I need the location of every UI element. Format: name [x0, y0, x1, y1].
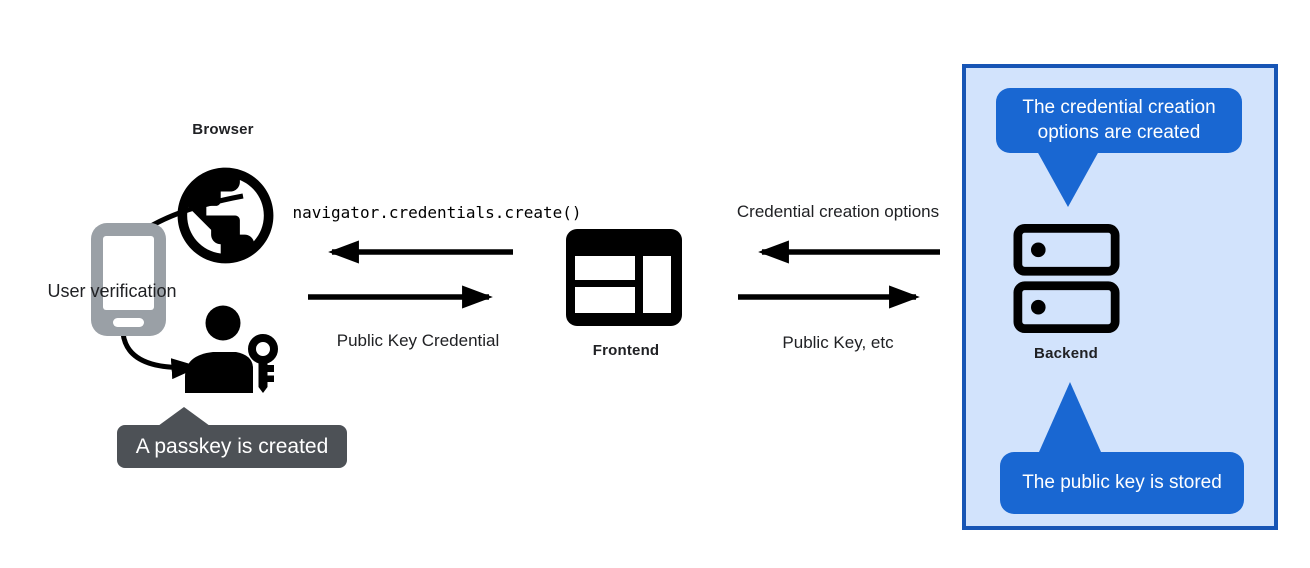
- public-key-stored-callout: The public key is stored: [1000, 452, 1244, 514]
- frontend-label: Frontend: [592, 342, 660, 359]
- passkey-created-tooltip: A passkey is created: [117, 425, 347, 468]
- backend-label: Backend: [1034, 345, 1098, 362]
- tooltip-tail: [158, 407, 210, 426]
- callout-bottom-tail: [1039, 382, 1101, 452]
- public-key-stored-text: The public key is stored: [1022, 471, 1222, 493]
- globe-icon: [177, 167, 274, 264]
- callout-top-tail: [1037, 151, 1099, 207]
- server-icon: [1013, 224, 1120, 333]
- public-key-credential-label: Public Key Credential: [336, 331, 500, 350]
- creation-options-text: The credential creation options are crea…: [1022, 96, 1216, 143]
- browser-label: Browser: [192, 121, 254, 138]
- person-with-key-icon: [185, 305, 278, 393]
- smartphone-icon: [91, 223, 166, 336]
- credential-creation-options-label: Credential creation options: [736, 202, 940, 221]
- create-call-label: navigator.credentials.create(): [292, 203, 582, 222]
- public-key-etc-label: Public Key, etc: [782, 333, 894, 352]
- creation-options-callout: The credential creation options are crea…: [996, 88, 1242, 153]
- browser-window-icon: [566, 229, 682, 326]
- user-verification-label: User verification: [47, 281, 177, 301]
- passkey-created-text: A passkey is created: [135, 434, 329, 458]
